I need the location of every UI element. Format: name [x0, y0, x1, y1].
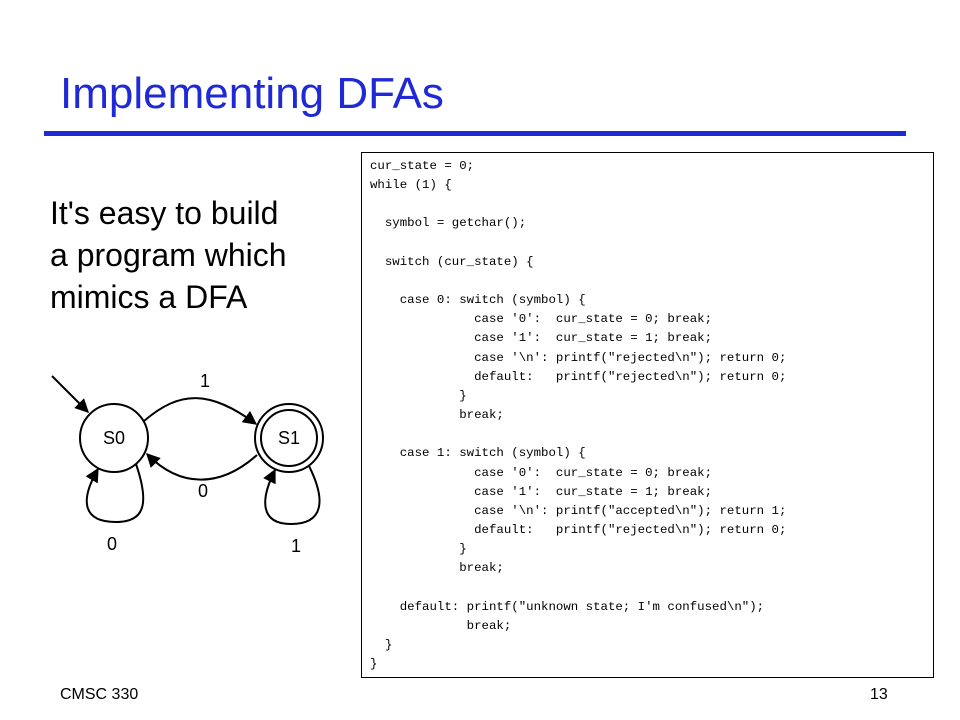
transition-s0-s1-label: 1 [200, 371, 210, 391]
state-s0-label: S0 [103, 428, 125, 448]
code-line: default: printf("rejected\n"); return 0; [370, 522, 787, 537]
code-line: case 0: switch (symbol) { [370, 293, 586, 308]
code-line: default: printf("unknown state; I'm conf… [370, 599, 765, 614]
code-line: } [370, 657, 378, 672]
code-line [370, 578, 933, 597]
intro-text: It's easy to build a program which mimic… [50, 192, 350, 318]
code-line: } [370, 542, 467, 557]
intro-line: It's easy to build [50, 195, 279, 231]
code-line: case '\n': printf("accepted\n"); return … [370, 503, 787, 518]
code-line: symbol = getchar(); [370, 216, 527, 231]
dfa-diagram: S0 S1 1 0 0 1 [51, 371, 324, 556]
code-line: case 1: switch (symbol) { [370, 446, 586, 461]
transition-s1-loop-label: 1 [291, 536, 301, 556]
intro-line: mimics a DFA [50, 279, 248, 315]
transition-s1-loop [263, 465, 321, 526]
page-number: 13 [870, 686, 888, 703]
code-listing: cur_state = 0; while (1) { symbol = getch… [370, 157, 933, 674]
slide-title: Implementing DFAs [60, 69, 444, 118]
code-line [370, 195, 933, 214]
code-line: case '0': cur_state = 0; break; [370, 312, 713, 327]
transition-s0-loop [85, 463, 145, 524]
code-line: break; [370, 561, 504, 576]
code-line: } [370, 388, 467, 403]
state-s1-label: S1 [278, 428, 300, 448]
transition-s0-s1 [143, 397, 258, 425]
state-s1: S1 [254, 403, 324, 473]
code-block: cur_state = 0; while (1) { symbol = getch… [361, 152, 934, 678]
transition-s1-s0-label: 0 [198, 481, 208, 501]
code-line: case '1': cur_state = 1; break; [370, 331, 713, 346]
code-line: while (1) { [370, 178, 452, 193]
transition-s1-s0 [146, 452, 258, 481]
code-line: default: printf("rejected\n"); return 0; [370, 369, 787, 384]
code-line: break; [370, 408, 504, 423]
code-line: case '0': cur_state = 0; break; [370, 465, 713, 480]
code-line [370, 272, 933, 291]
code-line: case '1': cur_state = 1; break; [370, 484, 713, 499]
code-line: case '\n': printf("rejected\n"); return … [370, 350, 787, 365]
footer-course: CMSC 330 [60, 686, 139, 703]
code-line [370, 425, 933, 444]
title-underline [44, 131, 906, 136]
code-line [370, 234, 933, 253]
code-line: break; [370, 618, 512, 633]
intro-line: a program which [50, 237, 287, 273]
code-line: switch (cur_state) { [370, 254, 534, 269]
state-s0: S0 [79, 403, 149, 473]
code-line: cur_state = 0; [370, 159, 475, 173]
start-arrow [51, 375, 89, 413]
code-line: } [370, 637, 393, 652]
transition-s0-loop-label: 0 [107, 534, 117, 554]
